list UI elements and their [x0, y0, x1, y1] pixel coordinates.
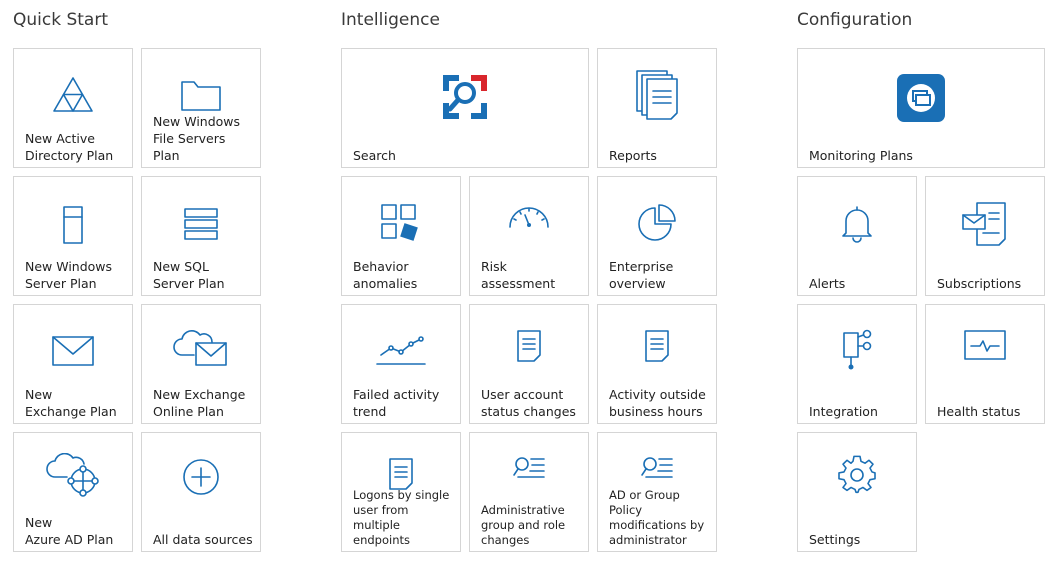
active-directory-icon [14, 75, 132, 115]
tile-label: Behavior anomalies [353, 259, 418, 291]
trend-line-icon [342, 335, 460, 367]
tile-health-status[interactable]: Health status [925, 304, 1045, 424]
cloud-network-icon [14, 453, 132, 499]
tile-label: Risk assessment [481, 259, 556, 291]
tile-ad-gp-modifications-by-admin[interactable]: AD or Group Policy modifications by admi… [597, 432, 717, 552]
monitoring-plans-icon [798, 73, 1044, 123]
tile-monitoring-plans[interactable]: Monitoring Plans [797, 48, 1045, 168]
tile-label: New Exchange Online Plan [153, 387, 246, 419]
tile-label: User account status changes [481, 387, 576, 419]
tile-label: New SQL Server Plan [153, 259, 225, 291]
tile-label: Monitoring Plans [809, 148, 913, 163]
tile-new-windows-server-plan[interactable]: New Windows Server Plan [13, 176, 133, 296]
tile-new-windows-file-servers-plan[interactable]: New Windows File Servers Plan [141, 48, 261, 168]
tile-label: Integration [809, 404, 878, 419]
integration-icon [798, 327, 916, 371]
tile-new-sql-server-plan[interactable]: New SQL Server Plan [141, 176, 261, 296]
tile-label: Reports [609, 148, 657, 163]
tile-alerts[interactable]: Alerts [797, 176, 917, 296]
tile-label: Settings [809, 532, 861, 547]
folder-icon [142, 77, 260, 113]
cloud-envelope-icon [142, 329, 260, 369]
gauge-icon [470, 203, 588, 231]
tile-label: Search [353, 148, 396, 163]
add-circle-icon [142, 457, 260, 497]
database-stack-icon [142, 207, 260, 241]
tile-new-exchange-plan[interactable]: New Exchange Plan [13, 304, 133, 424]
tile-integration[interactable]: Integration [797, 304, 917, 424]
tile-label: All data sources [153, 532, 253, 547]
tile-logons-single-user-multiple-endpoints[interactable]: Logons by single user from multiple endp… [341, 432, 461, 552]
reports-icon [598, 69, 716, 123]
tile-failed-activity-trend[interactable]: Failed activity trend [341, 304, 461, 424]
tile-behavior-anomalies[interactable]: Behavior anomalies [341, 176, 461, 296]
section-title-configuration: Configuration [797, 10, 913, 30]
tile-label: Subscriptions [937, 276, 1022, 291]
tile-risk-assessment[interactable]: Risk assessment [469, 176, 589, 296]
tile-label: New Azure AD Plan [25, 515, 114, 547]
anomaly-grid-icon [342, 203, 460, 243]
document-icon [598, 329, 716, 363]
tile-activity-outside-business-hours[interactable]: Activity outside business hours [597, 304, 717, 424]
pie-chart-icon [598, 203, 716, 245]
health-monitor-icon [926, 329, 1044, 363]
tile-reports[interactable]: Reports [597, 48, 717, 168]
tile-search[interactable]: Search [341, 48, 589, 168]
server-tower-icon [14, 205, 132, 245]
tile-label: Failed activity trend [353, 387, 440, 419]
tile-label: Activity outside business hours [609, 387, 706, 419]
document-icon [342, 457, 460, 491]
user-search-list-icon [470, 455, 588, 485]
tile-label: New Active Directory Plan [25, 131, 114, 163]
tile-new-active-directory-plan[interactable]: New Active Directory Plan [13, 48, 133, 168]
tile-label: Alerts [809, 276, 846, 291]
tile-new-exchange-online-plan[interactable]: New Exchange Online Plan [141, 304, 261, 424]
tile-label: Health status [937, 404, 1021, 419]
document-icon [470, 329, 588, 363]
tile-administrative-group-role-changes[interactable]: Administrative group and role changes [469, 432, 589, 552]
tile-label: New Exchange Plan [25, 387, 117, 419]
tile-label: Logons by single user from multiple endp… [353, 488, 450, 547]
user-search-list-icon [598, 455, 716, 485]
tile-settings[interactable]: Settings [797, 432, 917, 552]
tile-enterprise-overview[interactable]: Enterprise overview [597, 176, 717, 296]
section-title-quick-start: Quick Start [13, 10, 109, 30]
bell-icon [798, 203, 916, 243]
search-logo-icon [342, 71, 588, 123]
tile-all-data-sources[interactable]: All data sources [141, 432, 261, 552]
subscriptions-icon [926, 201, 1044, 249]
tile-new-azure-ad-plan[interactable]: New Azure AD Plan [13, 432, 133, 552]
tile-subscriptions[interactable]: Subscriptions [925, 176, 1045, 296]
tile-user-account-status-changes[interactable]: User account status changes [469, 304, 589, 424]
section-title-intelligence: Intelligence [341, 10, 440, 30]
tile-label: Administrative group and role changes [481, 503, 566, 547]
tile-label: Enterprise overview [609, 259, 674, 291]
tile-label: New Windows File Servers Plan [153, 114, 241, 163]
gear-icon [798, 455, 916, 495]
tile-label: AD or Group Policy modifications by admi… [609, 488, 705, 547]
envelope-icon [14, 335, 132, 367]
tile-label: New Windows Server Plan [25, 259, 113, 291]
